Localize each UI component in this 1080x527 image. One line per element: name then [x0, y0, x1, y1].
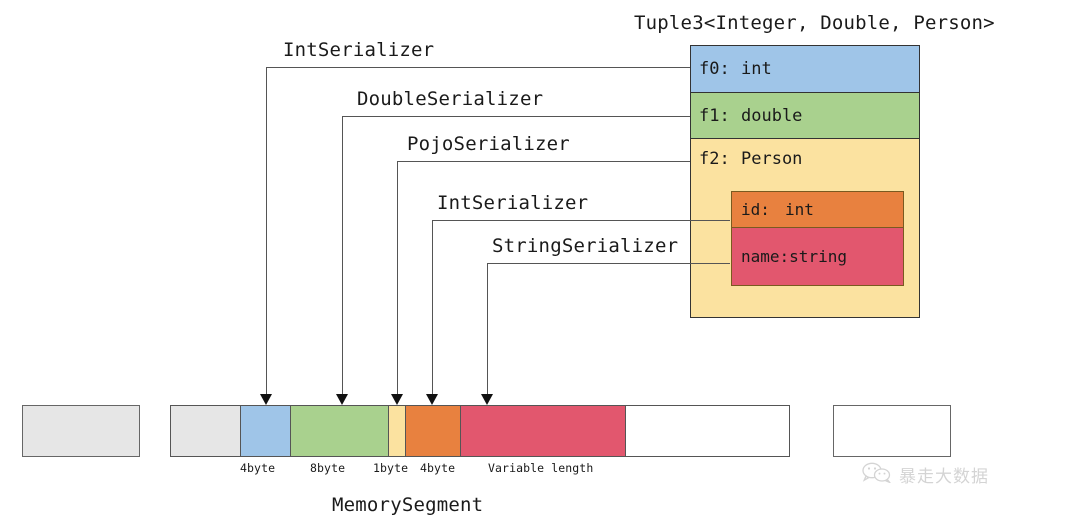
- connector-5-vertical: [487, 263, 488, 398]
- byte-label-2: 8byte: [310, 461, 346, 475]
- person-field-id: id: int: [732, 192, 903, 228]
- memory-segment-right-placeholder: [833, 405, 951, 457]
- tuple-field-f0-type: int: [741, 59, 772, 79]
- person-field-id-type: int: [785, 200, 814, 219]
- memory-segment-2: [291, 406, 389, 456]
- serializer-label-string: StringSerializer: [492, 235, 679, 257]
- memory-segment-1: [241, 406, 291, 456]
- person-box: id: int name: string: [731, 191, 904, 286]
- serializer-label-int-2: IntSerializer: [437, 192, 589, 214]
- tuple-field-f1-name: f1:: [699, 105, 730, 126]
- memory-segment-3: [389, 406, 406, 456]
- tuple-field-f1-type: double: [741, 105, 803, 126]
- tuple-field-f0: f0: int: [691, 46, 919, 93]
- connector-2-arrowhead: [336, 394, 348, 405]
- serializer-label-double: DoubleSerializer: [357, 88, 544, 110]
- connector-4-vertical: [432, 220, 433, 398]
- serializer-label-int-1: IntSerializer: [283, 39, 435, 61]
- connector-4-horizontal: [432, 220, 730, 221]
- memory-segment-bar: [170, 405, 790, 457]
- memory-segment-4: [406, 406, 461, 456]
- person-field-name-type: string: [789, 247, 847, 266]
- byte-label-1: 4byte: [240, 461, 276, 475]
- connector-4-arrowhead: [426, 394, 438, 405]
- person-field-id-name: id:: [741, 200, 770, 219]
- memory-segment-5: [461, 406, 626, 456]
- tuple-field-f2-name: f2:: [699, 149, 730, 169]
- tuple-field-f2: f2: Person: [691, 139, 919, 179]
- connector-1-vertical: [266, 67, 267, 398]
- connector-3-horizontal: [397, 161, 690, 162]
- tuple-field-f2-type: Person: [741, 149, 803, 169]
- connector-2-horizontal: [342, 116, 690, 117]
- connector-5-horizontal: [487, 263, 730, 264]
- connector-3-arrowhead: [391, 394, 403, 405]
- byte-label-5: Variable length: [488, 461, 594, 475]
- memory-segment-left-placeholder: [22, 405, 140, 457]
- connector-2-vertical: [342, 116, 343, 398]
- connector-3-vertical: [397, 161, 398, 398]
- connector-1-arrowhead: [260, 394, 272, 405]
- byte-label-3: 1byte: [373, 461, 409, 475]
- memory-segment-0: [171, 406, 241, 456]
- connector-1-horizontal: [266, 67, 690, 68]
- watermark-text: 暴走大数据: [899, 467, 989, 487]
- person-field-name: name: string: [732, 228, 903, 285]
- byte-label-4: 4byte: [420, 461, 456, 475]
- memory-segment-title: MemorySegment: [332, 494, 484, 516]
- watermark: 暴走大数据: [862, 462, 989, 487]
- memory-segment-6: [626, 406, 789, 456]
- tuple-field-f0-name: f0:: [699, 59, 730, 79]
- person-field-name-name: name:: [741, 247, 790, 266]
- tuple-title: Tuple3<Integer, Double, Person>: [634, 12, 995, 34]
- tuple-box: f0: int f1: double f2: Person id: int na…: [690, 45, 920, 318]
- connector-5-arrowhead: [481, 394, 493, 405]
- tuple-field-f1: f1: double: [691, 93, 919, 139]
- serializer-label-pojo: PojoSerializer: [407, 133, 570, 155]
- wechat-icon: [862, 462, 892, 487]
